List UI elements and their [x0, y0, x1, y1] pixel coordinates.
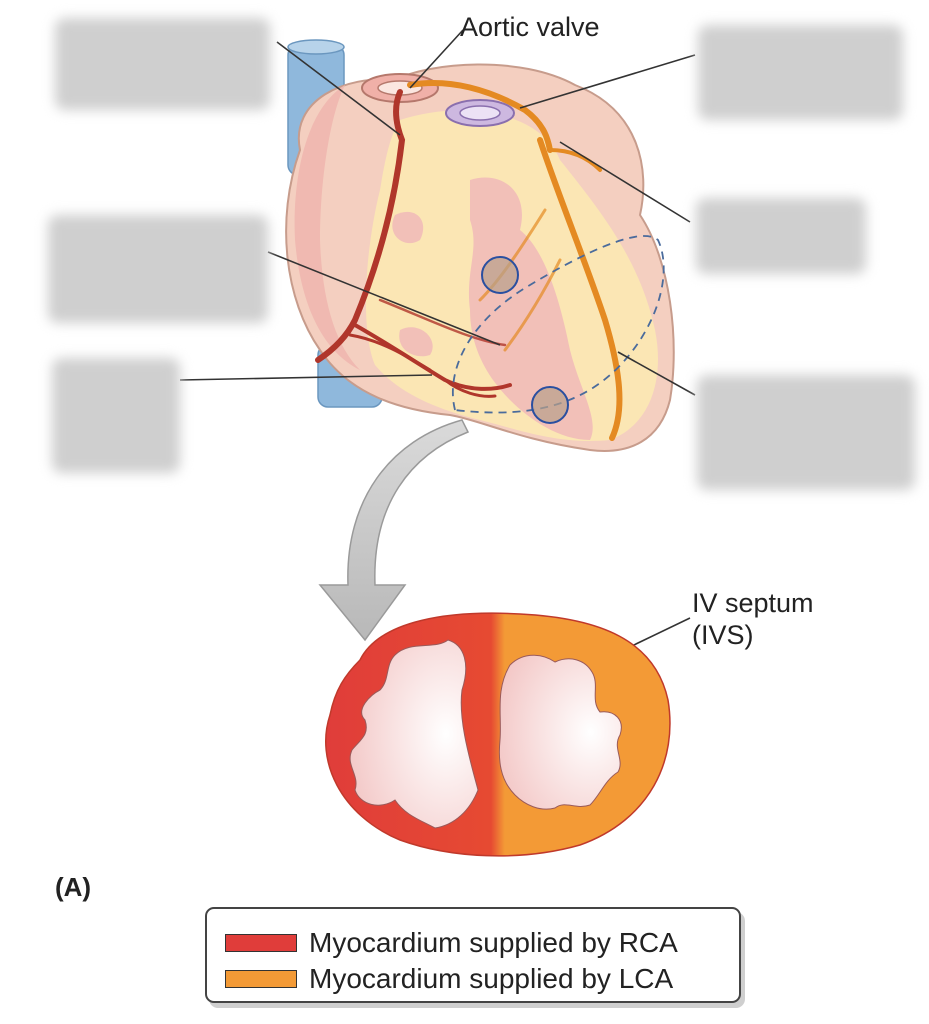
legend-swatch-rca [225, 934, 297, 952]
anastomosis-circle-upper [481, 256, 519, 294]
anastomosis-circle-lower [531, 386, 569, 424]
left-ventricle-cavity [498, 654, 622, 810]
legend-text-rca: Myocardium supplied by RCA [309, 927, 678, 958]
legend-item-lca: Myocardium supplied by LCA [225, 963, 673, 995]
panel-label: (A) [55, 872, 92, 902]
septum-outline [451, 235, 665, 414]
legend: Myocardium supplied by RCA Myocardium su… [205, 907, 741, 1003]
iv-septum-label: IV septum [692, 588, 814, 618]
ivs-abbrev-label: (IVS) [692, 620, 754, 650]
masked-label-rca-origin [55, 18, 270, 110]
masked-label-lca-main [698, 25, 903, 120]
masked-label-lca-circumflex [696, 198, 866, 274]
right-ventricle-cavity [349, 639, 479, 829]
legend-item-rca: Myocardium supplied by RCA [225, 927, 678, 959]
ventricle-cross-section [325, 612, 671, 857]
masked-label-posterior-branch [52, 358, 180, 473]
legend-swatch-lca [225, 970, 297, 988]
aortic-valve-label: Aortic valve [460, 12, 600, 42]
masked-label-anterior-interventricular [697, 375, 915, 490]
legend-text-lca: Myocardium supplied by LCA [309, 963, 674, 994]
section-arrow [318, 419, 470, 642]
masked-label-rca-branch [48, 215, 268, 323]
